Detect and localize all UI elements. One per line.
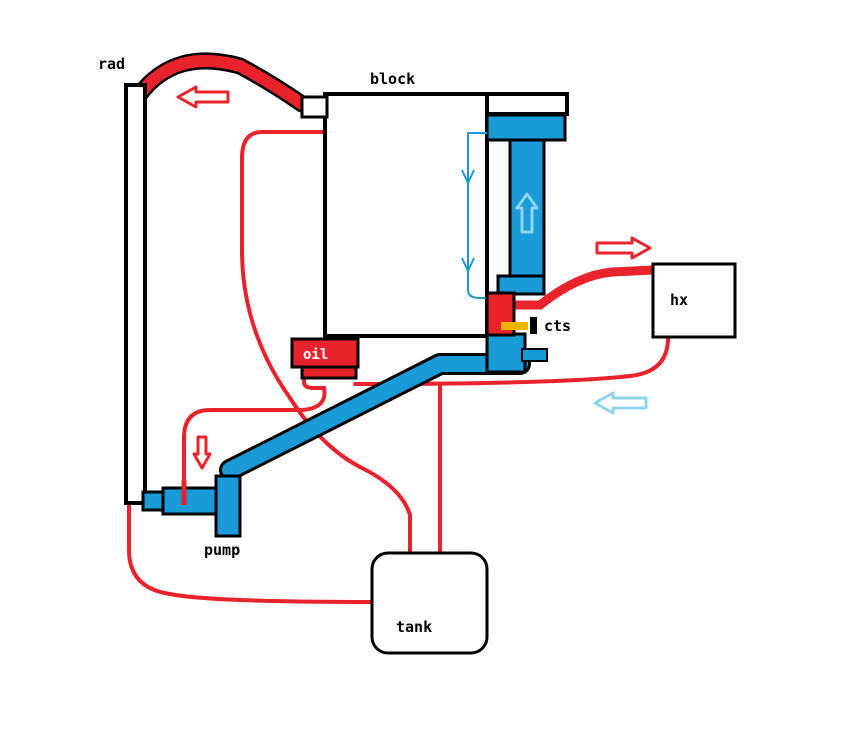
- cts-label: cts: [544, 317, 571, 335]
- hot-flow-down-arrow: [192, 435, 212, 470]
- thermostat-housing-blue: [485, 332, 527, 374]
- pump-outlet-vertical: [214, 474, 242, 538]
- cold-thin-return-line: [467, 132, 487, 299]
- heat-exchanger: [651, 262, 737, 339]
- cold-pipe-vertical: [508, 138, 546, 284]
- hot-line-rad-to-tank: [127, 498, 374, 604]
- hot-line-block-to-tank: [240, 130, 412, 555]
- tank-label: tank: [396, 618, 432, 636]
- block-label: block: [370, 70, 415, 88]
- thermostat-housing-side-port: [521, 348, 548, 362]
- cold-return-arrowhead-1: [461, 169, 475, 186]
- oil-cooler: [290, 337, 360, 369]
- hot-line-hx-return: [353, 336, 670, 386]
- rad-label: rad: [98, 55, 125, 73]
- radiator-top-hose-fill: [134, 54, 308, 110]
- pump-housing: [161, 486, 225, 516]
- cts-sensor-tip: [530, 317, 537, 334]
- oil-label: oil: [303, 347, 328, 363]
- hot-line-housing-to-hx: [509, 265, 659, 310]
- block-top-outlet: [300, 95, 329, 119]
- radiator: [124, 83, 147, 505]
- block-top-right-cap: [485, 92, 569, 116]
- cold-flow-up-arrow: [515, 192, 539, 234]
- cold-return-arrowhead-2: [461, 257, 475, 274]
- pump-label: pump: [204, 541, 240, 559]
- cold-pipe-top-fitting: [485, 113, 567, 142]
- hot-flow-left-arrow: [176, 85, 230, 109]
- engine-block: [323, 92, 489, 338]
- cold-flow-left-arrow: [593, 391, 648, 415]
- hot-line-oil-to-pump: [182, 370, 327, 494]
- cold-pipe-lower-fitting: [496, 274, 546, 296]
- hx-label: hx: [670, 291, 688, 309]
- coolant-tank: [370, 551, 489, 655]
- cold-pipe-to-pump-fill: [222, 356, 528, 478]
- cts-sensor-body: [501, 322, 528, 330]
- hot-flow-right-arrow: [595, 236, 652, 260]
